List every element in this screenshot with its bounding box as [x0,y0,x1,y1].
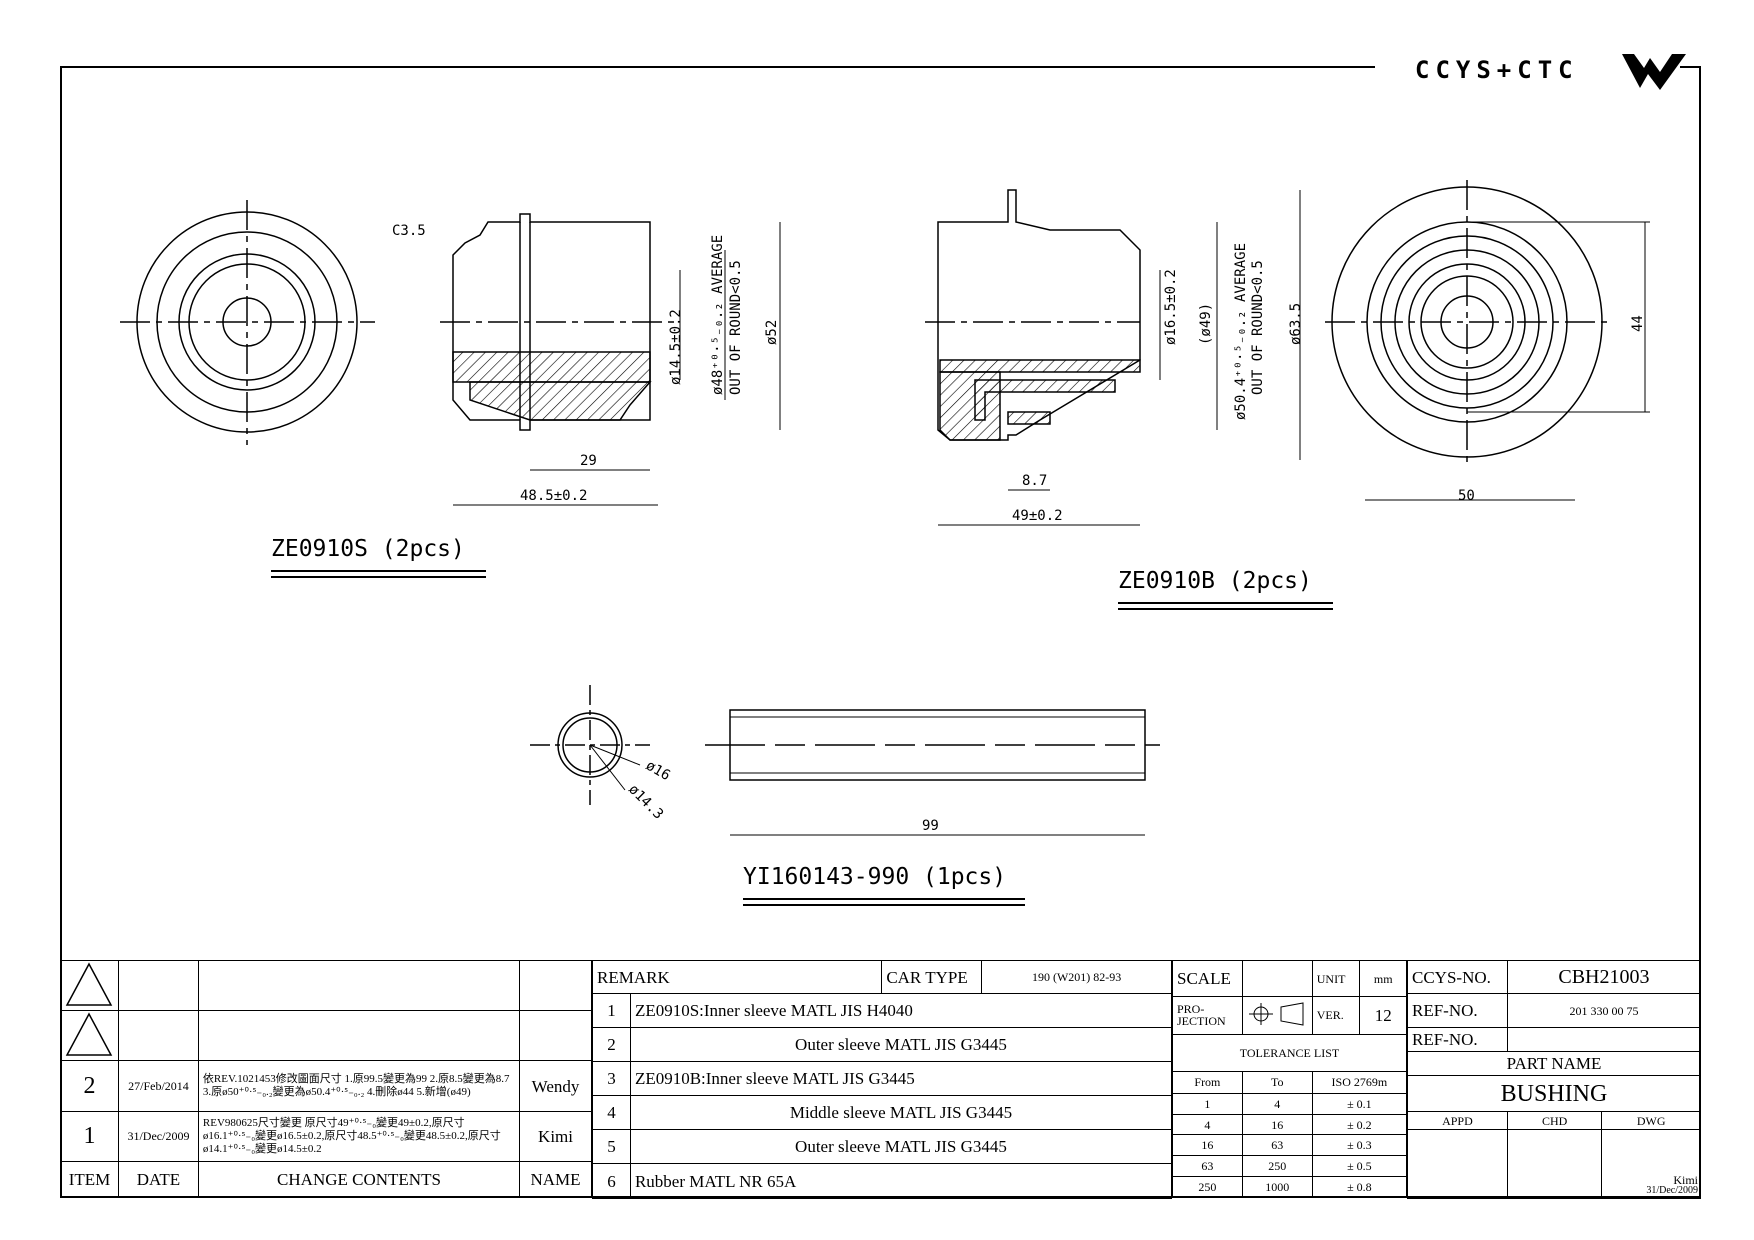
ze0910b-end-view [1325,180,1650,501]
rev-content: REV980625尺寸變更 原尺寸49⁺⁰·⁵₋₀變更49±0.2,原尺寸ø16… [197,1110,521,1162]
part-name-label: PART NAME [1407,1051,1701,1076]
technical-drawing: C3.5 ø14.5±0.2 ø48⁺⁰·⁵₋₀.₂ AVERAGE OUT O… [120,180,1650,836]
dim-od-tube: ø16 [643,758,673,785]
ze0910b-section [925,189,1141,441]
id-block-table: CCYS-NO.CBH21003 REF-NO.201 330 00 75 RE… [1407,960,1702,1199]
dwg-label: DWG [1601,1111,1701,1130]
caption-ze0910s: ZE0910S (2pcs) [271,536,486,578]
frame-top-line-right [1680,66,1701,68]
dim-mid-b: (ø49) [1198,303,1214,345]
dim-len-total-s: 48.5±0.2 [520,488,587,504]
rev-triangle-2 [60,1010,119,1062]
unit-label: UNIT [1311,959,1361,998]
table-row: 2 27/Feb/2014 依REV.1021453修改圖面尺寸 1.原99.5… [60,1060,592,1112]
dim-od-s: ø52 [764,320,780,345]
dim-bore-b: ø16.5±0.2 [1163,269,1179,345]
logo-mark-icon [1622,54,1686,90]
rev-content: 依REV.1021453修改圖面尺寸 1.原99.5變更為99 2.原8.5變更… [197,1060,521,1112]
dim-round-b: OUT OF ROUND<0.5 [1250,260,1266,395]
header-item: ITEM [60,1160,119,1199]
caption-yi160143: YI160143-990 (1pcs) [743,864,1025,906]
header-name: NAME [519,1160,592,1199]
frame-top-line [60,66,1375,68]
rev-item: 2 [60,1060,119,1112]
rev-item: 1 [60,1110,119,1162]
car-type: 190 (W201) 82-93 [981,960,1172,994]
remark-item: ZE0910B:Inner sleeve MATL JIS G3445 [629,1061,1173,1096]
remark-item: Middle sleeve MATL JIS G3445 [629,1095,1173,1130]
rev-date: 27/Feb/2014 [117,1060,199,1112]
header-change: CHANGE CONTENTS [197,1160,521,1199]
dim-bore-s: ø14.5±0.2 [668,309,684,385]
tolerance-title: TOLERANCE LIST [1172,1033,1407,1072]
logo-text: CCYS+CTC [1415,56,1579,84]
scale-label: SCALE [1172,959,1243,998]
header-date: DATE [117,1160,199,1199]
ref-label: REF-NO. [1407,993,1508,1028]
appd-label: APPD [1407,1111,1508,1130]
dim-od-avg-b: ø50.4⁺⁰·⁵₋₀.₂ AVERAGE [1233,243,1249,420]
ref-no: 201 330 00 75 [1506,993,1702,1028]
remark-item: Outer sleeve MATL JIS G3445 [629,1129,1173,1164]
remark-label: REMARK [591,960,883,994]
ccys-label: CCYS-NO. [1407,960,1508,994]
dim-id-tube: ø14.3 [625,782,666,823]
dim-od-avg-s: ø48⁺⁰·⁵₋₀.₂ AVERAGE [710,235,726,395]
dim-end-width-b: 50 [1458,488,1475,504]
title-block: 2 27/Feb/2014 依REV.1021453修改圖面尺寸 1.原99.5… [60,959,1702,1199]
dim-round-s: OUT OF ROUND<0.5 [728,260,744,395]
scale-tolerance-table: SCALE UNIT mm PRO- JECTION VER. 12 TOLER… [1172,959,1408,1198]
ref-label-2: REF-NO. [1407,1027,1508,1052]
dim-od-b: ø63.5 [1288,303,1304,345]
chd-label: CHD [1506,1111,1603,1130]
dwg-name: Kimi [1673,1173,1698,1187]
rev-name: Kimi [519,1110,592,1162]
remark-item: Outer sleeve MATL JIS G3445 [629,1027,1173,1062]
rev-date: 31/Dec/2009 [117,1110,199,1162]
rev-triangle-1 [60,959,119,1012]
car-type-label: CAR TYPE [881,960,983,994]
rev-name: Wendy [519,1060,592,1112]
revision-table: 2 27/Feb/2014 依REV.1021453修改圖面尺寸 1.原99.5… [60,959,592,1199]
dim-len-total-b: 49±0.2 [1012,508,1063,524]
dwg-date: 31/Dec/2009 [1646,1185,1698,1196]
unit: mm [1359,959,1407,998]
ze0910s-end-view [120,200,375,445]
ccys-no: CBH21003 [1506,960,1702,994]
projection-icon [1241,996,1313,1035]
company-logo: CCYS+CTC [1415,50,1690,95]
dim-end-dia-b: 44 [1630,315,1646,332]
ver-label: VER. [1311,996,1361,1035]
caption-ze0910b: ZE0910B (2pcs) [1118,568,1333,610]
yi160143-views [530,685,1160,836]
remark-item: ZE0910S:Inner sleeve MATL JIS H4040 [629,993,1173,1028]
dim-step-b: 8.7 [1022,473,1047,489]
dim-chamfer: C3.5 [392,223,426,239]
table-row: 1 31/Dec/2009 REV980625尺寸變更 原尺寸49⁺⁰·⁵₋₀變… [60,1110,592,1162]
dim-len-inner-s: 29 [580,453,597,469]
projection-label: PRO- JECTION [1172,996,1243,1035]
dim-length-tube: 99 [922,818,939,834]
ver: 12 [1359,996,1407,1035]
ze0910s-section [440,213,680,431]
remark-item: Rubber MATL NR 65A [629,1163,1173,1199]
part-name: BUSHING [1407,1075,1701,1112]
